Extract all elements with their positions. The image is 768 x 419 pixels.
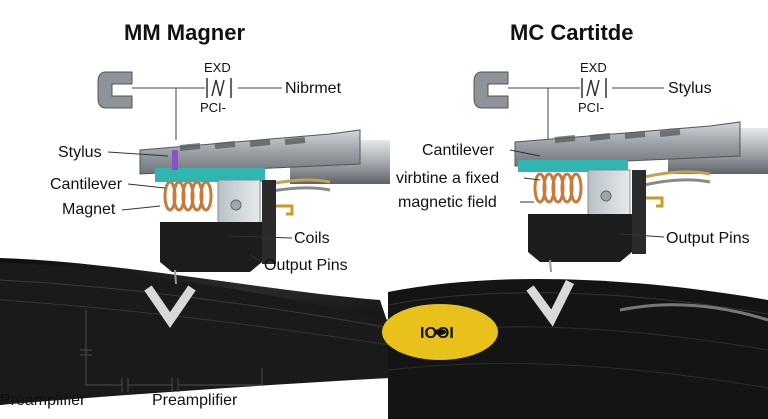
mc-circuit-right-label: Stylus <box>668 80 712 97</box>
mc-panel <box>382 71 768 419</box>
coils-left <box>163 180 213 212</box>
label-preamplifier-left: Preamplifier <box>0 392 86 409</box>
coils-right <box>533 172 583 204</box>
label-magnet: Magnet <box>62 201 116 218</box>
mc-circuit-top-label: EXD <box>580 60 607 75</box>
label-cantilever-right: Cantilever <box>422 142 495 159</box>
mc-title: MC Cartitde <box>510 20 633 45</box>
mm-circuit-bottom-label: PCI- <box>200 100 226 115</box>
cartridge-body-right <box>528 214 632 262</box>
label-output-pins-left: Output Pins <box>264 257 348 274</box>
coil-symbol-left <box>206 78 232 98</box>
label-output-pins-right: Output Pins <box>666 230 750 247</box>
coil-symbol-right <box>581 78 607 98</box>
mm-circuit-right-label: Nibrmet <box>285 80 342 97</box>
record-label-text: IOOI <box>420 325 454 342</box>
horseshoe-magnet-icon-right <box>473 71 509 109</box>
headshell-right <box>514 121 741 167</box>
v-groove-mark-right <box>526 279 575 327</box>
v-groove-mark-left <box>144 285 196 328</box>
mc-circuit-bottom-label: PCI- <box>578 100 604 115</box>
horseshoe-magnet-icon <box>97 71 133 109</box>
mm-title: MM Magner <box>124 20 245 45</box>
label-preamplifier-right: Preamplifier <box>152 392 238 409</box>
label-fixed-line2: magnetic field <box>398 194 497 211</box>
label-coils: Coils <box>294 230 330 247</box>
label-stylus: Stylus <box>58 144 102 161</box>
stylus-left <box>172 150 178 170</box>
vinyl-record-left-lower <box>0 262 390 405</box>
label-fixed-line1: virbtine a fixed <box>396 170 499 187</box>
cartridge-top-left <box>155 168 265 182</box>
mm-panel <box>0 71 391 405</box>
cartridge-body-left <box>160 222 262 272</box>
label-cantilever: Cantilever <box>50 176 123 193</box>
mm-circuit-top-label: EXD <box>204 60 231 75</box>
preamp-circuit <box>80 310 263 392</box>
